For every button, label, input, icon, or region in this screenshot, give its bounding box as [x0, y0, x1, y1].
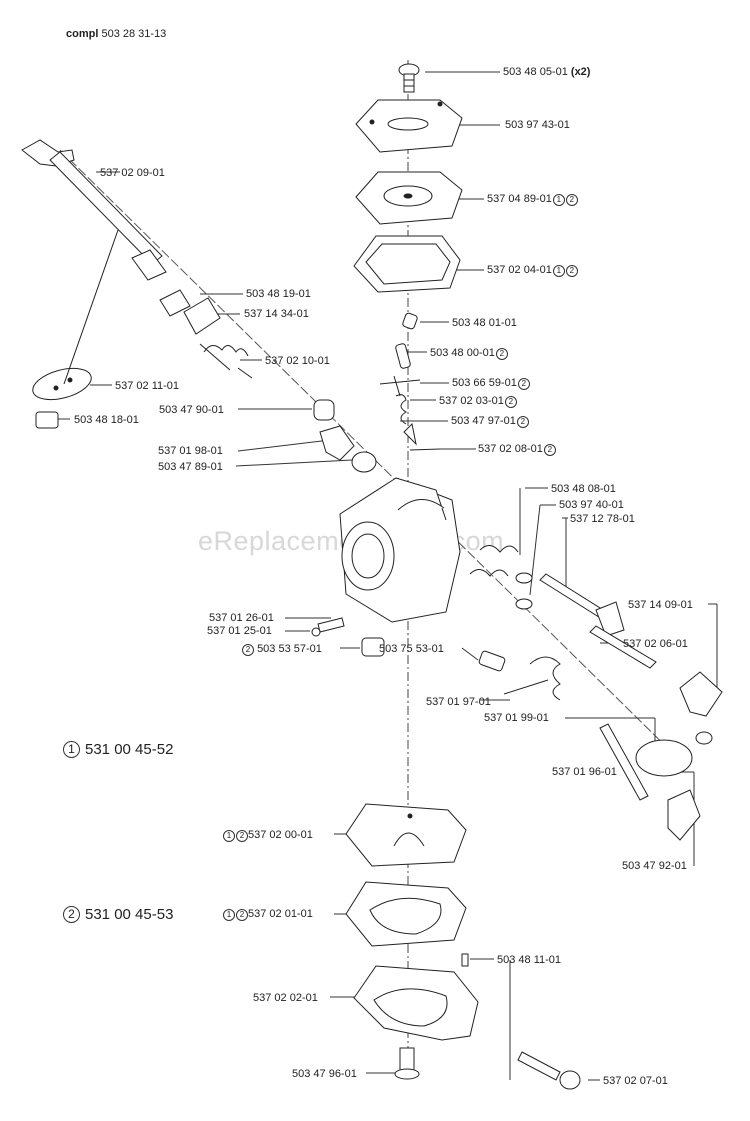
- throttle-bushing: [351, 451, 377, 473]
- label-503-97-43-01: 503 97 43-01: [505, 119, 570, 131]
- throttle-lever-arm: [667, 789, 701, 841]
- screw-bottom-left: [394, 1047, 420, 1080]
- label-503-48-11-01: 503 48 11-01: [497, 954, 562, 966]
- choke-lever: [183, 297, 221, 335]
- pump-pin: [461, 953, 469, 967]
- limiter-cap: [679, 671, 723, 717]
- choke-bushing: [159, 289, 191, 317]
- pump-gasket: [345, 881, 467, 947]
- adjusting-needles: [469, 545, 657, 669]
- choke-shaft: [21, 139, 167, 281]
- assembly-title: compl 503 28 31-13: [66, 28, 166, 40]
- label-503-47-89-01: 503 47 89-01: [158, 461, 223, 473]
- choke-spring: [203, 345, 249, 357]
- filter-screen: [361, 637, 385, 657]
- label-537-12-78-01: 537 12 78-01: [570, 513, 635, 525]
- label-537-14-09-01: 537 14 09-01: [628, 599, 693, 611]
- label-537-01-99-01: 537 01 99-01: [484, 712, 549, 724]
- label-537-01-97-01: 537 01 97-01: [426, 696, 491, 708]
- label-503-47-90-01: 503 47 90-01: [159, 404, 224, 416]
- screw-bottom-right: [517, 1051, 581, 1090]
- label-503-47-96-01: 503 47 96-01: [292, 1068, 357, 1080]
- throttle-shaft: [599, 723, 649, 801]
- lever-bushing: [313, 399, 335, 421]
- label-537-14-34-01: 537 14 34-01: [244, 308, 309, 320]
- label-503-75-53-01: 503 75 53-01: [379, 643, 444, 655]
- spring-plug: [317, 617, 345, 633]
- label-537-02-10-01: 537 02 10-01: [265, 355, 330, 367]
- label-503-53-57-01: 2 503 53 57-01: [241, 643, 322, 656]
- label-537-01-25-01: 537 01 25-01: [207, 625, 272, 637]
- label-503-48-01-01: 503 48 01-01: [452, 317, 517, 329]
- label-503-48-08-01: 503 48 08-01: [551, 483, 616, 495]
- label-537-01-98-01: 537 01 98-01: [158, 445, 223, 457]
- label-503-47-92-01: 503 47 92-01: [622, 860, 687, 872]
- label-503-48-19-01: 503 48 19-01: [246, 288, 311, 300]
- screw-top: [398, 63, 420, 93]
- throttle-valve-disc: [635, 739, 693, 777]
- throttle-disc-screw: [695, 731, 713, 745]
- label-537-01-96-01: 537 01 96-01: [552, 766, 617, 778]
- choke-axis-line: [59, 149, 691, 771]
- label-503-48-05-01: 503 48 05-01 (x2): [503, 66, 591, 78]
- gasket: [353, 235, 461, 293]
- label-537-01-26-01: 537 01 26-01: [209, 612, 274, 624]
- carburetor-body: [339, 477, 461, 623]
- title-number: 503 28 31-13: [101, 28, 167, 40]
- pump-cover: [353, 965, 479, 1041]
- needle-screw: [402, 312, 418, 330]
- label-537-02-11-01: 537 02 11-01: [115, 380, 180, 392]
- throttle-spring: [529, 656, 561, 701]
- inlet-needle: [403, 422, 417, 446]
- label-503-97-40-01: 503 97 40-01: [559, 499, 624, 511]
- throttle-screw: [478, 650, 506, 672]
- label-537-02-02-01: 537 02 02-01: [253, 992, 318, 1004]
- title-prefix: compl: [66, 28, 99, 40]
- choke-valve-disc: [32, 367, 92, 401]
- ball: [311, 627, 321, 637]
- label-537-02-07-01: 537 02 07-01: [603, 1075, 668, 1087]
- label-537-02-09-01: 537 02 09-01: [100, 167, 165, 179]
- label-537-02-06-01: 537 02 06-01: [623, 638, 688, 650]
- pin: [395, 343, 411, 369]
- pump-diaphragm: [345, 803, 467, 867]
- leader-lines: [58, 71, 718, 1081]
- choke-screw: [35, 411, 59, 429]
- label-503-48-18-01: 503 48 18-01: [74, 414, 139, 426]
- throttle-lever: [319, 425, 355, 461]
